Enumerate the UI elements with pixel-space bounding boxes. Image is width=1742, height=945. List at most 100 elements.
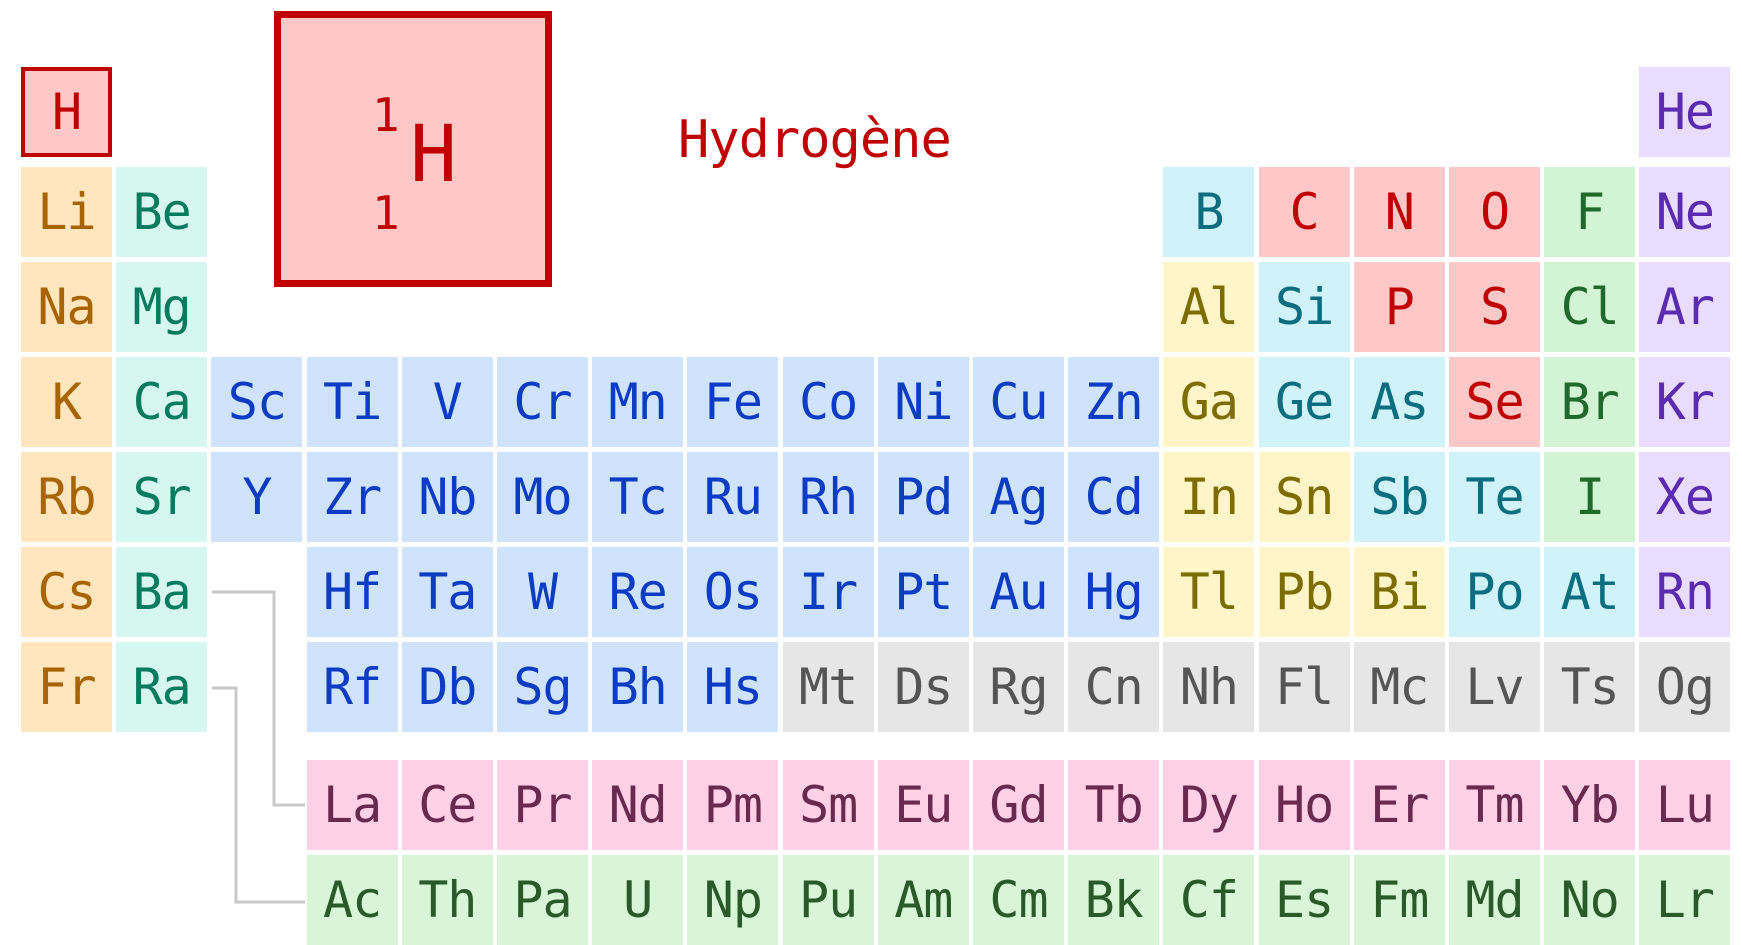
element-cell-gd[interactable]: Gd [973,760,1064,850]
element-cell-in[interactable]: In [1163,452,1255,542]
element-cell-fr[interactable]: Fr [21,642,112,732]
element-cell-mt[interactable]: Mt [782,642,874,732]
element-cell-og[interactable]: Og [1639,642,1731,732]
element-cell-re[interactable]: Re [592,547,684,637]
element-cell-y[interactable]: Y [211,452,303,542]
element-cell-co[interactable]: Co [782,357,874,447]
element-cell-xe[interactable]: Xe [1639,452,1731,542]
element-cell-hf[interactable]: Hf [306,547,398,637]
element-cell-pu[interactable]: Pu [782,855,874,945]
element-cell-cu[interactable]: Cu [973,357,1064,447]
element-cell-am[interactable]: Am [877,855,969,945]
element-cell-fe[interactable]: Fe [687,357,779,447]
element-cell-si[interactable]: Si [1258,262,1350,352]
element-cell-se[interactable]: Se [1449,357,1540,447]
element-cell-ds[interactable]: Ds [877,642,969,732]
element-cell-ac[interactable]: Ac [306,855,398,945]
element-cell-be[interactable]: Be [116,167,208,257]
element-cell-li[interactable]: Li [21,167,112,257]
element-cell-ta[interactable]: Ta [401,547,493,637]
element-cell-mo[interactable]: Mo [497,452,588,542]
element-cell-n[interactable]: N [1353,167,1445,257]
element-cell-rn[interactable]: Rn [1639,547,1731,637]
element-cell-cf[interactable]: Cf [1163,855,1255,945]
element-cell-ga[interactable]: Ga [1163,357,1255,447]
element-cell-cl[interactable]: Cl [1544,262,1636,352]
element-cell-fm[interactable]: Fm [1353,855,1445,945]
element-cell-ti[interactable]: Ti [306,357,398,447]
element-cell-po[interactable]: Po [1449,547,1540,637]
element-cell-k[interactable]: K [21,357,112,447]
element-cell-ar[interactable]: Ar [1639,262,1731,352]
element-cell-tl[interactable]: Tl [1163,547,1255,637]
element-cell-au[interactable]: Au [973,547,1064,637]
element-cell-fl[interactable]: Fl [1258,642,1350,732]
element-cell-sc[interactable]: Sc [211,357,303,447]
element-cell-ne[interactable]: Ne [1639,167,1731,257]
element-cell-rg[interactable]: Rg [973,642,1064,732]
element-cell-cs[interactable]: Cs [21,547,112,637]
element-cell-eu[interactable]: Eu [877,760,969,850]
element-cell-sb[interactable]: Sb [1353,452,1445,542]
element-cell-lu[interactable]: Lu [1639,760,1731,850]
element-cell-kr[interactable]: Kr [1639,357,1731,447]
element-cell-pa[interactable]: Pa [497,855,588,945]
element-cell-ho[interactable]: Ho [1258,760,1350,850]
element-cell-v[interactable]: V [401,357,493,447]
element-cell-db[interactable]: Db [401,642,493,732]
element-cell-lr[interactable]: Lr [1639,855,1731,945]
element-cell-w[interactable]: W [497,547,588,637]
element-cell-sg[interactable]: Sg [497,642,588,732]
element-cell-sm[interactable]: Sm [782,760,874,850]
element-cell-md[interactable]: Md [1449,855,1540,945]
element-cell-bi[interactable]: Bi [1353,547,1445,637]
element-cell-nb[interactable]: Nb [401,452,493,542]
element-cell-cn[interactable]: Cn [1068,642,1160,732]
element-cell-ge[interactable]: Ge [1258,357,1350,447]
element-cell-te[interactable]: Te [1449,452,1540,542]
element-cell-sr[interactable]: Sr [116,452,208,542]
element-cell-nd[interactable]: Nd [592,760,684,850]
element-cell-h[interactable]: H [21,67,112,157]
element-cell-p[interactable]: P [1353,262,1445,352]
element-cell-pb[interactable]: Pb [1258,547,1350,637]
element-cell-pm[interactable]: Pm [687,760,779,850]
element-cell-tm[interactable]: Tm [1449,760,1540,850]
element-cell-al[interactable]: Al [1163,262,1255,352]
element-cell-u[interactable]: U [592,855,684,945]
element-cell-hs[interactable]: Hs [687,642,779,732]
element-cell-at[interactable]: At [1544,547,1636,637]
element-cell-ba[interactable]: Ba [116,547,208,637]
element-cell-er[interactable]: Er [1353,760,1445,850]
element-cell-pt[interactable]: Pt [877,547,969,637]
element-cell-hg[interactable]: Hg [1068,547,1160,637]
element-cell-o[interactable]: O [1449,167,1540,257]
element-cell-ir[interactable]: Ir [782,547,874,637]
element-cell-dy[interactable]: Dy [1163,760,1255,850]
element-cell-cd[interactable]: Cd [1068,452,1160,542]
element-cell-th[interactable]: Th [401,855,493,945]
element-cell-br[interactable]: Br [1544,357,1636,447]
element-cell-zr[interactable]: Zr [306,452,398,542]
element-cell-ce[interactable]: Ce [401,760,493,850]
element-cell-la[interactable]: La [306,760,398,850]
element-cell-ca[interactable]: Ca [116,357,208,447]
element-cell-na[interactable]: Na [21,262,112,352]
element-cell-yb[interactable]: Yb [1544,760,1636,850]
element-cell-np[interactable]: Np [687,855,779,945]
element-cell-b[interactable]: B [1163,167,1255,257]
element-cell-pd[interactable]: Pd [877,452,969,542]
element-cell-mc[interactable]: Mc [1353,642,1445,732]
element-cell-tb[interactable]: Tb [1068,760,1160,850]
element-cell-c[interactable]: C [1258,167,1350,257]
element-cell-nh[interactable]: Nh [1163,642,1255,732]
element-cell-he[interactable]: He [1639,67,1731,157]
element-cell-ts[interactable]: Ts [1544,642,1636,732]
element-cell-ru[interactable]: Ru [687,452,779,542]
element-cell-os[interactable]: Os [687,547,779,637]
element-cell-no[interactable]: No [1544,855,1636,945]
element-cell-cr[interactable]: Cr [497,357,588,447]
element-cell-rf[interactable]: Rf [306,642,398,732]
element-cell-zn[interactable]: Zn [1068,357,1160,447]
element-cell-ni[interactable]: Ni [877,357,969,447]
